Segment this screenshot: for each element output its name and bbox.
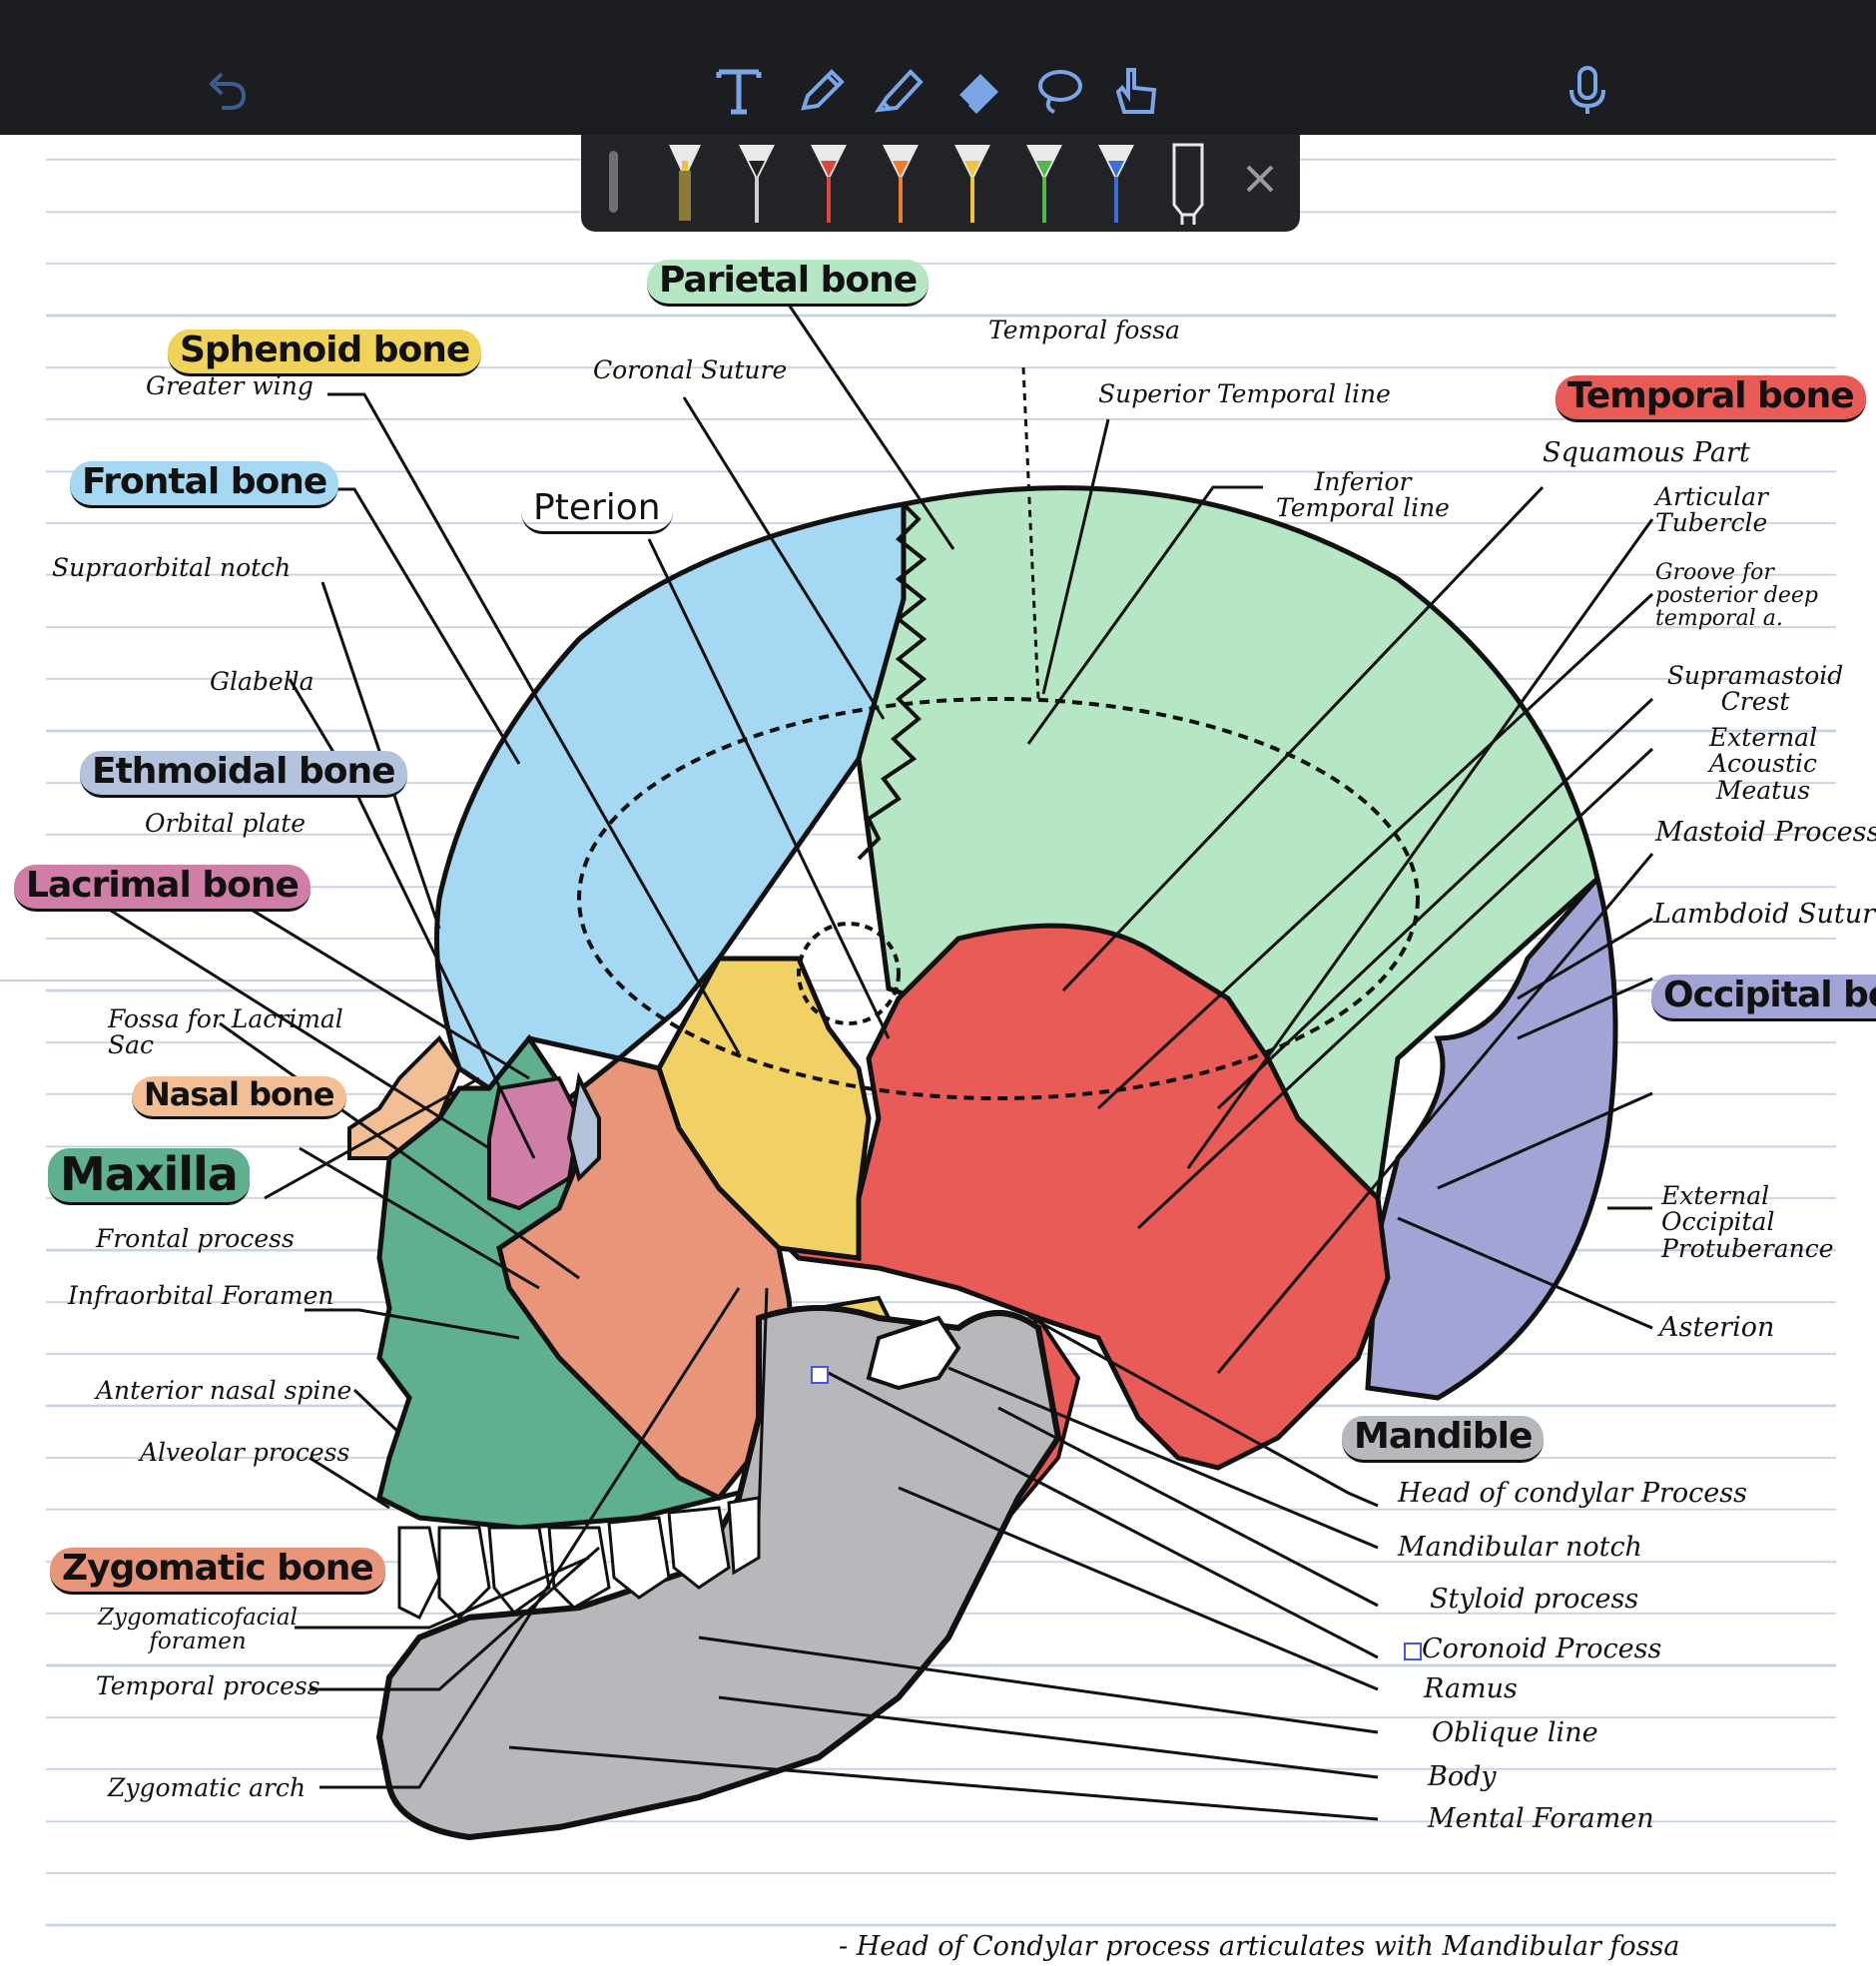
label-temporal-bone: Temporal bone [1556,375,1866,422]
label-occipital-bone: Occipital bone [1651,975,1876,1021]
undo-icon[interactable] [200,62,256,118]
label-squamous-part: Squamous Part [1543,437,1750,468]
pen-blue[interactable] [1094,135,1138,227]
label-anterior-nasal-spine: Anterior nasal spine [96,1376,352,1405]
label-coronoid-process: Coronoid Process [1422,1634,1662,1664]
label-temporal-fossa: Temporal fossa [988,316,1180,344]
pen-yellow[interactable] [950,135,994,227]
occipital-bone-region [1365,873,1618,1401]
tray-handle[interactable] [609,151,618,213]
label-mandible: Mandible [1342,1416,1545,1463]
frontal-bone-region [434,501,907,1092]
label-supramastoid-crest: Supramastoid Crest [1666,661,1844,717]
microphone-icon[interactable] [1560,62,1615,118]
pen-outline[interactable] [1166,135,1210,227]
label-nasal-bone: Nasal bone [132,1076,346,1119]
pen-orange[interactable] [879,135,923,227]
selection-handle[interactable] [1404,1642,1422,1660]
label-lacrimal-bone: Lacrimal bone [14,865,311,912]
label-superior-temporal-line: Superior Temporal line [1098,379,1391,408]
label-mandibular-notch: Mandibular notch [1398,1532,1642,1563]
label-lambdoid-suture: Lambdoid Suture [1653,899,1876,930]
label-zygomaticofacial-foramen: Zygomaticofacial foramen [98,1605,298,1655]
label-glabella: Glabella [210,667,314,696]
label-head-condylar-process: Head of condylar Process [1398,1478,1747,1509]
label-orbital-plate: Orbital plate [145,809,307,838]
label-supraorbital-notch: Supraorbital notch [52,553,292,582]
label-parietal-bone: Parietal bone [647,260,930,307]
pen-tray [581,135,1300,232]
pterion-circle [797,922,901,1025]
highlighter-icon[interactable] [871,62,927,118]
label-external-occipital-protuberance: External Occipital Protuberance [1661,1181,1834,1263]
pen-red[interactable] [807,135,851,227]
label-zygomatic-bone: Zygomatic bone [50,1548,385,1595]
label-maxilla: Maxilla [48,1148,250,1206]
pen-black[interactable] [735,135,779,227]
top-toolbar [0,0,1876,135]
label-frontal-bone: Frontal bone [70,461,339,508]
maxilla-region [376,1033,760,1531]
label-zygomatic-arch: Zygomatic arch [108,1773,307,1802]
label-frontal-process: Frontal process [96,1224,295,1253]
note-text: - Head of Condylar process articulates w… [839,1931,1680,1962]
label-inferior-temporal-line: Inferior Temporal line [1276,467,1450,523]
label-mental-foramen: Mental Foramen [1428,1803,1654,1834]
eraser-icon[interactable] [950,62,1006,118]
pen-icon[interactable] [794,62,850,118]
label-styloid-process: Styloid process [1430,1584,1639,1615]
label-sphenoid-bone: Sphenoid bone [168,329,482,376]
label-pterion: Pterion [521,487,673,534]
label-alveolar-process: Alveolar process [140,1438,350,1467]
selection-handle[interactable] [811,1366,829,1384]
pen-highlighter-olive[interactable] [663,135,707,227]
label-external-acoustic-meatus: External Acoustic Meatus [1708,723,1818,805]
label-asterion: Asterion [1659,1312,1775,1343]
ethmoidal-bone-region [566,1071,601,1182]
label-mastoid-process: Mastoid Process [1655,817,1876,848]
label-ramus: Ramus [1424,1673,1518,1704]
pen-green[interactable] [1022,135,1066,227]
coronal-suture-line [857,502,928,861]
label-infraorbital-foramen: Infraorbital Foramen [68,1281,334,1310]
label-body: Body [1428,1761,1497,1792]
label-ethmoidal-bone: Ethmoidal bone [80,751,407,798]
close-icon[interactable] [1240,159,1280,199]
lasso-icon[interactable] [1030,62,1086,118]
label-coronal-suture: Coronal Suture [593,355,788,384]
label-greater-wing: Greater wing [146,371,313,400]
label-articular-tubercle: Articular Tubercle [1655,482,1769,538]
label-temporal-process: Temporal process [96,1671,320,1700]
label-fossa-lacrimal-sac: Fossa for Lacrimal Sac [108,1004,343,1060]
touch-icon[interactable] [1108,62,1164,118]
teeth [397,1496,761,1621]
text-icon[interactable] [711,62,767,118]
label-oblique-line: Oblique line [1432,1717,1598,1748]
label-groove: Groove for posterior deep temporal a. [1655,560,1818,632]
temporal-fossa-outline [577,697,1420,1100]
